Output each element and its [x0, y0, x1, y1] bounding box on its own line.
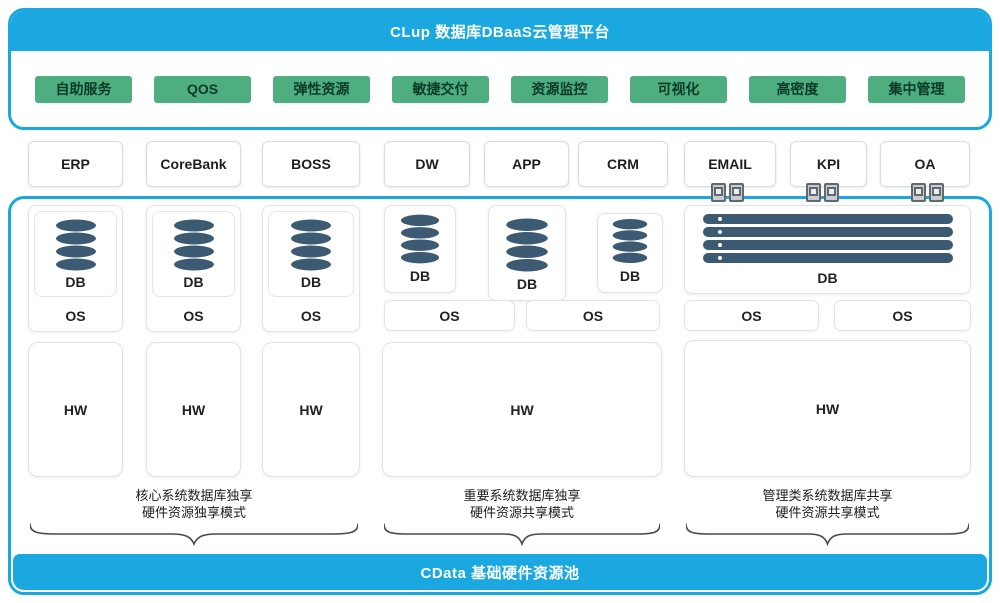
feature-high-density: 高密度	[749, 75, 846, 103]
app-box-corebank: CoreBank	[146, 141, 241, 187]
platform-title: CLup 数据库DBaaS云管理平台	[11, 11, 989, 51]
hw-box: HW	[146, 342, 241, 477]
db-label: DB	[817, 269, 838, 286]
database-icon	[612, 218, 648, 264]
os-box: OS	[384, 300, 515, 331]
caption-line: 核心系统数据库独享	[135, 488, 253, 503]
hw-box: HW	[28, 342, 123, 477]
infrastructure-panel: DB OS DB OS DB OS HW HW HW DB	[8, 196, 992, 595]
os-box: OS	[684, 300, 819, 331]
db-label: DB	[409, 268, 431, 284]
platform-panel: CLup 数据库DBaaS云管理平台 自助服务 QOS 弹性资源 敏捷交付 资源…	[8, 8, 992, 130]
database-icon	[291, 219, 331, 270]
app-box-dw: DW	[384, 141, 470, 187]
underbrace-icon	[30, 521, 358, 547]
group1-caption: 核心系统数据库独享 硬件资源独享模式	[28, 487, 360, 521]
caption-line: 管理类系统数据库共享	[762, 488, 893, 503]
database-icon	[506, 218, 548, 272]
caption-line: 硬件资源独享模式	[141, 505, 246, 520]
app-box-crm: CRM	[578, 141, 668, 187]
db-os-card: DB OS	[28, 205, 123, 332]
group2-caption: 重要系统数据库独享 硬件资源共享模式	[382, 487, 662, 521]
underbrace-icon	[384, 521, 660, 547]
os-label: OS	[300, 308, 322, 324]
os-box: OS	[834, 300, 971, 331]
app-box-kpi: KPI	[790, 141, 867, 187]
app-box-boss: BOSS	[262, 141, 360, 187]
server-icon	[806, 183, 821, 202]
feature-elastic-resource: 弹性资源	[273, 75, 370, 103]
os-label: OS	[183, 308, 204, 324]
db-card: DB	[488, 205, 566, 301]
app-box-email: EMAIL	[684, 141, 776, 187]
db-unit: DB	[34, 211, 117, 297]
group3-caption: 管理类系统数据库共享 硬件资源共享模式	[684, 487, 971, 521]
os-box: OS	[526, 300, 660, 331]
feature-qos: QOS	[154, 75, 251, 103]
server-icon	[729, 183, 744, 202]
feature-agile-delivery: 敏捷交付	[392, 75, 489, 103]
db-unit: DB	[152, 211, 235, 297]
db-os-card: DB OS	[262, 205, 360, 332]
db-unit: DB	[268, 211, 354, 297]
server-icon	[911, 183, 926, 202]
feature-central-mgmt: 集中管理	[868, 75, 965, 103]
app-box-erp: ERP	[28, 141, 123, 187]
feature-resource-monitor: 资源监控	[511, 75, 608, 103]
hw-box: HW	[262, 342, 360, 477]
app-box-oa: OA	[880, 141, 970, 187]
features-row: 自助服务 QOS 弹性资源 敏捷交付 资源监控 可视化 高密度 集中管理	[11, 51, 989, 127]
caption-line: 硬件资源共享模式	[469, 505, 574, 520]
server-icon	[929, 183, 944, 202]
db-os-card: DB OS	[146, 205, 241, 332]
db-card: DB	[384, 205, 456, 293]
shared-db-card: DB	[684, 205, 971, 294]
db-label: DB	[65, 273, 86, 290]
os-label: OS	[65, 308, 86, 324]
feature-visualization: 可视化	[630, 75, 727, 103]
db-label: DB	[619, 268, 641, 284]
database-icon	[400, 214, 440, 264]
db-label: DB	[516, 276, 538, 292]
db-label: DB	[183, 273, 204, 290]
db-label: DB	[300, 273, 322, 290]
hw-box: HW	[382, 342, 662, 477]
app-box-app: APP	[484, 141, 569, 187]
server-icon	[824, 183, 839, 202]
caption-line: 硬件资源共享模式	[775, 505, 880, 520]
database-icon	[55, 219, 96, 270]
database-stack-icon	[702, 213, 953, 263]
db-card: DB	[597, 213, 663, 293]
resource-pool-bar: CData 基础硬件资源池	[13, 554, 987, 590]
caption-line: 重要系统数据库独享	[463, 488, 581, 503]
server-icon	[711, 183, 726, 202]
database-icon	[173, 219, 214, 270]
underbrace-icon	[686, 521, 969, 547]
hw-box: HW	[684, 340, 971, 477]
feature-self-service: 自助服务	[35, 75, 132, 103]
